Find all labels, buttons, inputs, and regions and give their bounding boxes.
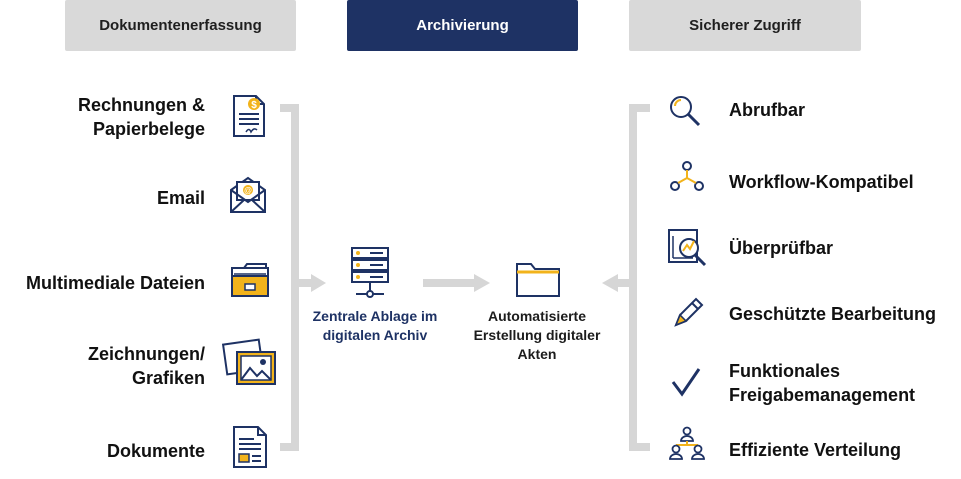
source-multimedia: Multimediale Dateien — [26, 271, 205, 295]
left-bracket — [280, 104, 299, 451]
pencil-icon — [674, 297, 704, 327]
output-distribution: Effiziente Verteilung — [729, 438, 901, 462]
source-drawings-line1: Zeichnungen/ — [88, 344, 205, 364]
output-approval-management: Funktionales Freigabemanagement — [729, 359, 915, 407]
audit-icon — [668, 229, 707, 267]
output-approval-management-line1: Funktionales — [729, 361, 841, 381]
right-bracket — [629, 104, 650, 451]
svg-text:$: $ — [251, 100, 257, 111]
header-access: Sicherer Zugriff — [629, 0, 861, 51]
output-auditable-line1: Überprüfbar — [729, 238, 834, 258]
output-workflow-line1: Workflow-Kompatibel — [729, 172, 914, 192]
source-documents-line1: Dokumente — [106, 441, 205, 461]
output-auditable: Überprüfbar — [729, 236, 833, 260]
arrow-left-in — [311, 274, 326, 292]
source-invoices-line2: Papierbelege — [92, 119, 205, 139]
output-retrievable: Abrufbar — [729, 98, 805, 122]
output-workflow: Workflow-Kompatibel — [729, 170, 914, 194]
source-drawings-line2: Grafiken — [131, 368, 205, 388]
files-label-line3: Akten — [517, 346, 557, 362]
output-distribution-line1: Effiziente Verteilung — [729, 440, 902, 460]
files-label-line2: Erstellung digitaler — [473, 327, 601, 343]
magnifier-icon — [670, 96, 701, 127]
source-invoices-line1: Rechnungen & — [77, 95, 205, 115]
files-label-line1: Automatisierte — [487, 308, 587, 324]
folder-icon — [231, 263, 269, 297]
header-archive: Archivierung — [347, 0, 578, 51]
workflow-icon — [670, 161, 704, 191]
checkmark-icon — [671, 368, 701, 397]
source-invoices: Rechnungen & Papierbelege — [78, 93, 205, 141]
team-icon — [669, 426, 705, 460]
output-retrievable-line1: Abrufbar — [729, 100, 805, 120]
folder-outline-icon — [516, 263, 560, 297]
output-protected-editing-line1: Geschützte Bearbeitung — [729, 304, 937, 324]
server-icon — [351, 247, 389, 298]
output-protected-editing: Geschützte Bearbeitung — [729, 302, 936, 326]
document-icon — [233, 426, 267, 468]
email-icon: @ — [230, 176, 266, 213]
svg-text:@: @ — [244, 186, 252, 195]
source-multimedia-line1: Multimediale Dateien — [25, 273, 205, 293]
header-capture: Dokumentenerfassung — [65, 0, 296, 51]
source-email: Email — [157, 186, 205, 210]
output-approval-management-line2: Freigabemanagement — [729, 385, 916, 405]
image-icon — [221, 338, 276, 385]
storage-label-line1: Zentrale Ablage im — [312, 308, 438, 324]
source-drawings: Zeichnungen/ Grafiken — [88, 342, 205, 390]
source-email-line1: Email — [156, 188, 205, 208]
files-label: Automatisierte Erstellung digitaler Akte… — [452, 307, 622, 364]
arrow-middle — [474, 274, 490, 292]
arrow-right-in — [602, 274, 618, 292]
source-documents: Dokumente — [107, 439, 205, 463]
storage-label-line2: digitalen Archiv — [322, 327, 428, 343]
storage-label: Zentrale Ablage im digitalen Archiv — [300, 307, 450, 345]
invoice-icon: $ — [233, 95, 265, 137]
